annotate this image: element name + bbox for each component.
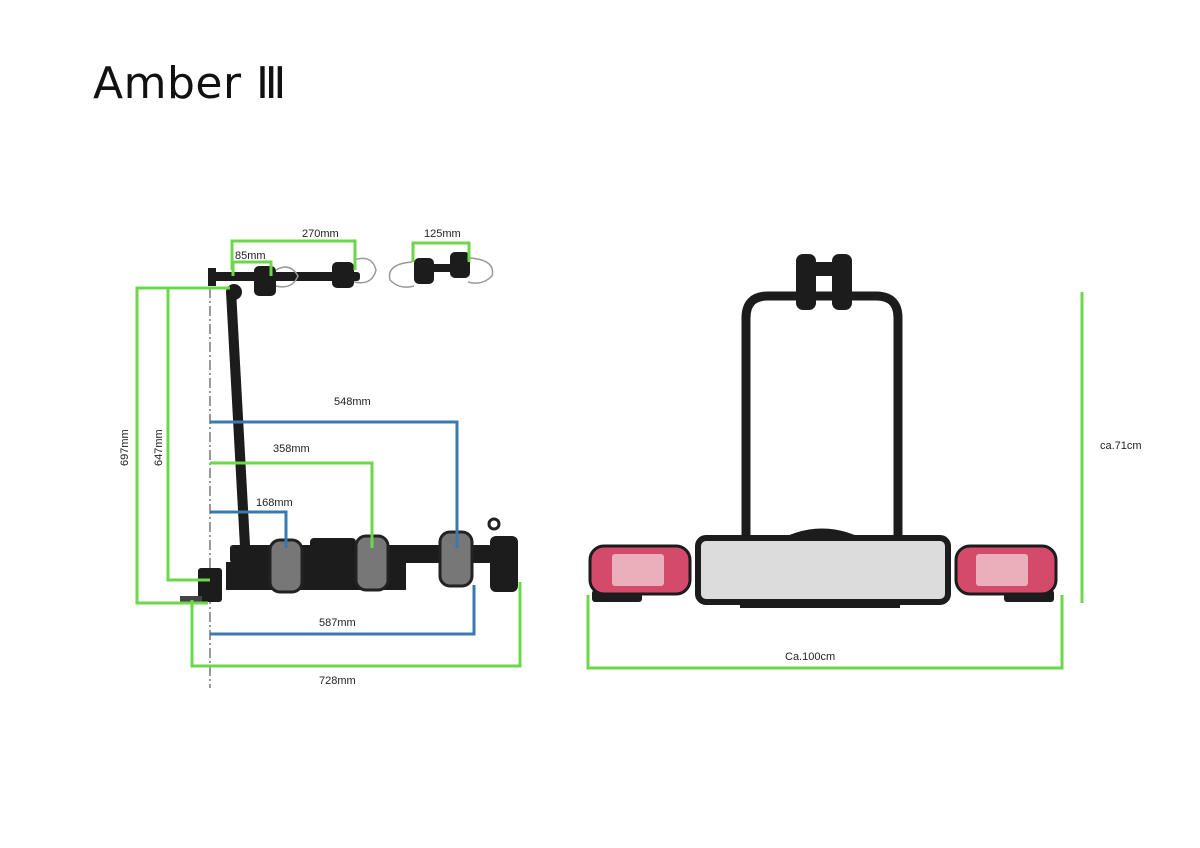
page-title: Amber Ⅲ: [93, 58, 287, 109]
dim-label-587mm: 587mm: [319, 617, 356, 629]
dim-label-697mm: 697mm: [119, 429, 131, 466]
dim-line-647mm: [166, 286, 210, 582]
dim-label-270mm: 270mm: [302, 228, 339, 240]
rear-view: ca.71cm Ca.100cm: [586, 254, 1142, 670]
dim-line-587mm: [210, 585, 476, 636]
dim-label-548mm: 548mm: [334, 396, 371, 408]
dim-line-168mm: [210, 510, 288, 548]
dim-line-270mm: [230, 239, 357, 270]
dim-line-548mm: [210, 420, 459, 548]
dim-line-100cm: [586, 595, 1064, 670]
carrier-rear-silhouette: [588, 254, 1058, 608]
dim-label-71cm: ca.71cm: [1100, 440, 1142, 452]
dim-line-728mm: [190, 582, 522, 668]
dim-label-647mm: 647mm: [153, 429, 165, 466]
dim-label-125mm: 125mm: [424, 228, 461, 240]
dim-label-168mm: 168mm: [256, 497, 293, 509]
dim-line-697mm: [135, 286, 230, 605]
dim-label-100cm: Ca.100cm: [785, 651, 835, 663]
dim-line-125mm: [411, 241, 471, 262]
dim-label-728mm: 728mm: [319, 675, 356, 687]
dim-line-358mm: [210, 461, 374, 548]
dim-label-85mm: 85mm: [235, 250, 266, 262]
dim-line-85mm: [231, 260, 273, 276]
carrier-side-silhouette: [180, 252, 518, 602]
side-view: 270mm 85mm 125mm 548mm 358mm 168mm 587mm…: [119, 228, 522, 688]
dim-label-358mm: 358mm: [273, 443, 310, 455]
